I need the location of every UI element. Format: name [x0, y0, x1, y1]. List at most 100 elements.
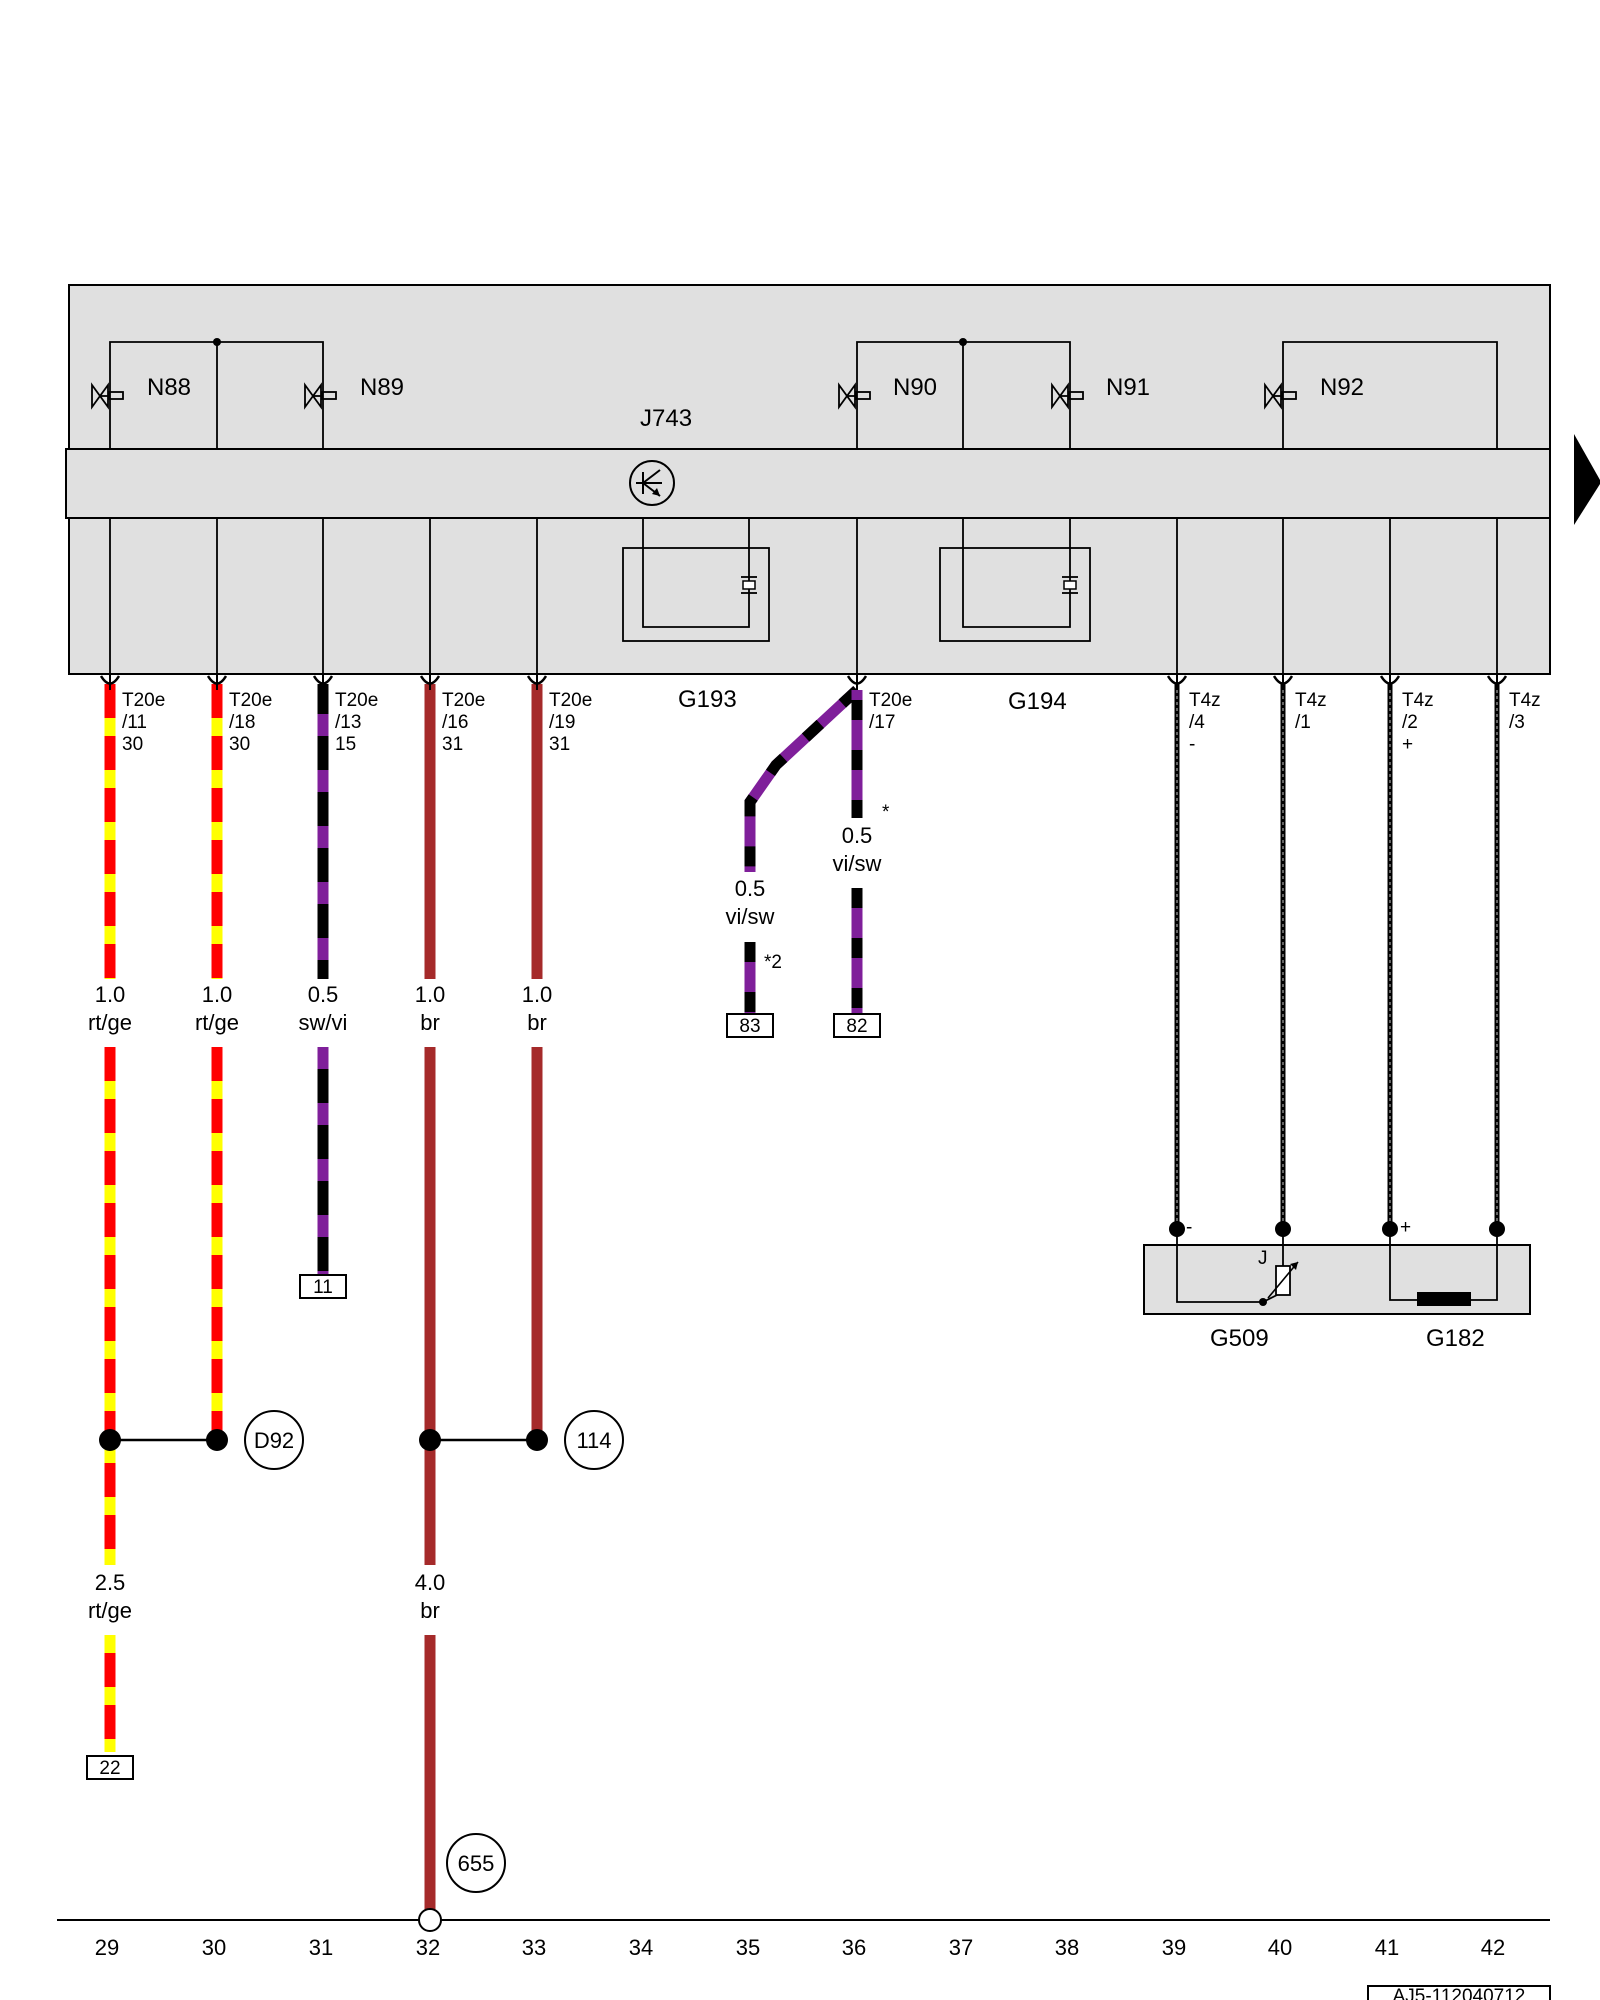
pin-conn: T20e: [229, 690, 272, 711]
column-number: 32: [416, 1935, 440, 1960]
doc-id-box: [1367, 1985, 1551, 2000]
heater-element-icon: [1417, 1292, 1471, 1306]
splice-dot: [526, 1429, 548, 1451]
column-number: 39: [1162, 1935, 1186, 1960]
column-number: 38: [1055, 1935, 1079, 1960]
pin-number: /17: [869, 712, 895, 733]
label-n91: N91: [1106, 374, 1150, 401]
wire-size: 1.0: [415, 982, 446, 1007]
label-g193: G193: [678, 686, 737, 713]
crystal-icon: [741, 576, 757, 594]
pin-number: /11: [122, 712, 147, 733]
pin-conn: T4z: [1509, 690, 1541, 711]
variable-resistor-icon: [1259, 1261, 1299, 1306]
pin-terminal: 30: [122, 734, 143, 755]
wire-color: br: [527, 1010, 547, 1035]
pin-terminal: +: [1402, 734, 1413, 755]
wire-size: 0.5: [735, 876, 766, 901]
panel-internal-bus: [65, 448, 1551, 519]
wire-size: 0.5: [308, 982, 339, 1007]
pin-number: /4: [1189, 712, 1205, 733]
terminal-icon: [99, 672, 121, 692]
terminal-icon: [1486, 672, 1508, 692]
column-number: 30: [202, 1935, 226, 1960]
footnote-star: *: [882, 802, 890, 823]
pin-terminal: -: [1189, 734, 1195, 755]
ref-circle-label: D92: [254, 1428, 294, 1453]
wire-color: vi/sw: [833, 851, 882, 876]
footnote-star2: *2: [764, 952, 782, 973]
junction-dot: [1275, 1221, 1291, 1237]
terminal-icon: [419, 672, 441, 692]
junction-dot: [1169, 1221, 1185, 1237]
pin-number: /2: [1402, 712, 1418, 733]
pin-number: /13: [335, 712, 361, 733]
wire-size: 2.5: [95, 1570, 126, 1595]
junction-dot: [959, 338, 967, 346]
pin-terminal: 15: [335, 734, 356, 755]
splices: D92 114 655: [99, 1410, 624, 1893]
wire-size: 1.0: [202, 982, 233, 1007]
column-number: 37: [949, 1935, 973, 1960]
label-n92: N92: [1320, 374, 1364, 401]
terminal-icon: [1272, 672, 1294, 692]
terminal-icon: [1166, 672, 1188, 692]
pin-conn: T20e: [442, 690, 485, 711]
label-j743: J743: [640, 405, 692, 432]
label-n90: N90: [893, 374, 937, 401]
pin-conn: T4z: [1189, 690, 1221, 711]
ref-box: [726, 1013, 774, 1038]
control-unit-panel: [65, 284, 1551, 675]
ref-box-label: 22: [99, 1758, 120, 1779]
terminal-icon: [526, 672, 548, 692]
pin-number: /1: [1295, 712, 1311, 733]
label-n89: N89: [360, 374, 404, 401]
ref-box-label: 82: [846, 1016, 867, 1037]
column-numbers: 29 30 31 32 33 34 35 36 37 38 39 40 41 4…: [95, 1935, 1505, 1960]
wire-color: br: [420, 1010, 440, 1035]
wire-size: 0.5: [842, 823, 873, 848]
wire-size: 1.0: [522, 982, 553, 1007]
splice-dot: [206, 1429, 228, 1451]
wire-size: 1.0: [95, 982, 126, 1007]
ref-circle-label: 655: [458, 1851, 495, 1876]
ref-box: [86, 1755, 134, 1780]
junction-dot: [213, 338, 221, 346]
pin-conn: T20e: [122, 690, 165, 711]
pin-conn: T20e: [869, 690, 912, 711]
pin-conn: T20e: [549, 690, 592, 711]
wire-labels: 1.0 rt/ge 1.0 rt/ge 0.5 sw/vi 1.0 br 1.0…: [88, 823, 882, 1623]
ref-box: [833, 1013, 881, 1038]
pin-number: /16: [442, 712, 468, 733]
pin-terminal: 31: [442, 734, 463, 755]
pin-number: /18: [229, 712, 255, 733]
column-number: 42: [1481, 1935, 1505, 1960]
column-number: 41: [1375, 1935, 1399, 1960]
column-number: 36: [842, 1935, 866, 1960]
sign-minus: -: [1186, 1217, 1192, 1238]
wire-color: rt/ge: [88, 1598, 132, 1623]
sensor-g194-body: [939, 518, 1091, 642]
reference-boxes: 83 82 11 22: [86, 1013, 881, 1780]
terminal-icon: [206, 672, 228, 692]
ref-box-label: 11: [313, 1277, 333, 1298]
label-g509: G509: [1210, 1325, 1269, 1352]
sensor-g193-body: [622, 518, 770, 642]
electronics-icon: [629, 460, 675, 506]
continuation-arrow-icon: [1574, 434, 1600, 525]
column-number: 33: [522, 1935, 546, 1960]
label-j-symbol: J: [1258, 1248, 1268, 1269]
pin-terminal: 30: [229, 734, 250, 755]
wire-color: sw/vi: [299, 1010, 348, 1035]
pin-number: /19: [549, 712, 575, 733]
splice-dot: [99, 1429, 121, 1451]
splice-dot: [419, 1429, 441, 1451]
sensor-module: J - + G509 G182: [1143, 1217, 1531, 1352]
column-number: 31: [309, 1935, 333, 1960]
doc-id: AJ5-112040712: [1393, 1986, 1526, 2000]
wires: [104, 684, 1500, 1910]
wire-color: br: [420, 1598, 440, 1623]
connector-terminals: [99, 672, 1508, 692]
junction-dot: [1489, 1221, 1505, 1237]
